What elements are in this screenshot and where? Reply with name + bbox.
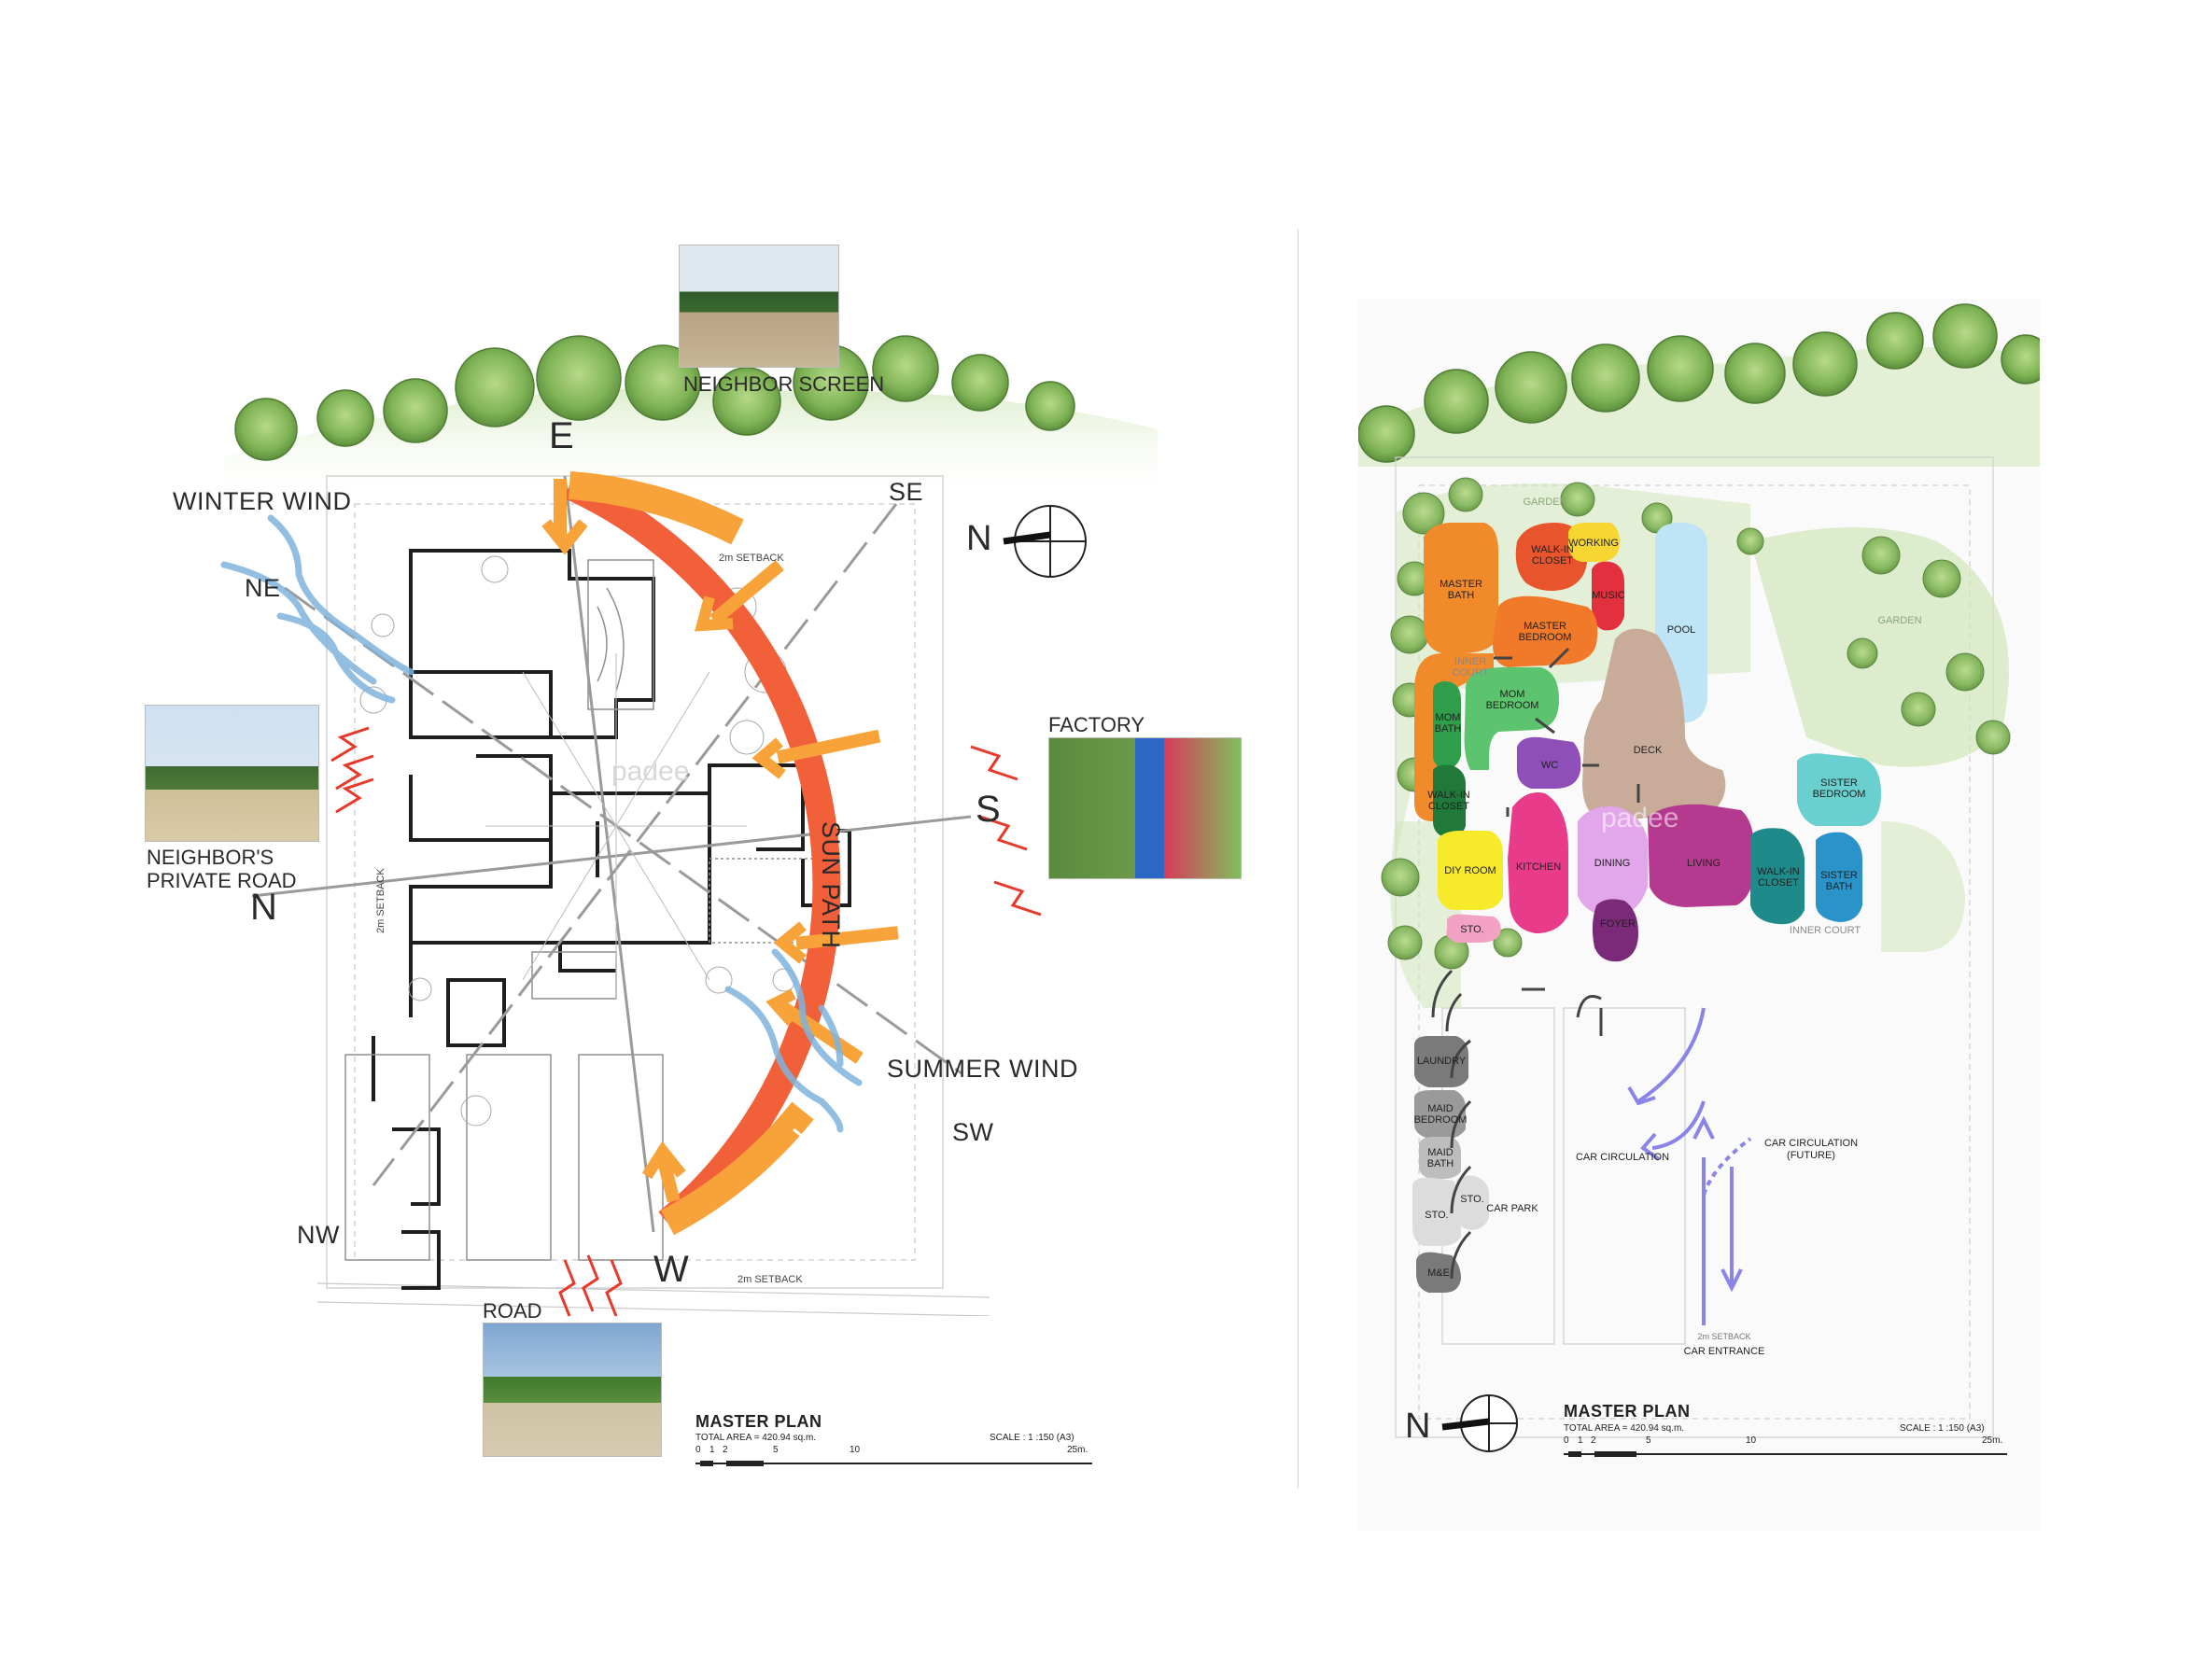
setback-bottom-label: 2m SETBACK	[737, 1274, 803, 1285]
plan-title-left: MASTER PLAN	[695, 1412, 822, 1431]
room-diy-room: DIY ROOM	[1444, 865, 1496, 876]
room-walk-in-closet-mom: WALK-IN CLOSET	[1427, 790, 1470, 812]
room-inner-court-right: INNER COURT	[1789, 925, 1861, 936]
room-deck: DECK	[1633, 745, 1663, 756]
scale-right: SCALE : 1 :150 (A3)	[1900, 1423, 1985, 1434]
room-master-bedroom: MASTER BEDROOM	[1518, 621, 1572, 643]
tick-10: 10	[1746, 1435, 1757, 1446]
room-garden-top: GARDEN	[1523, 497, 1567, 508]
total-area-left: TOTAL AREA = 420.94 sq.m.	[695, 1433, 817, 1443]
car-circulation-future-label-line2: (FUTURE)	[1787, 1150, 1835, 1161]
left-site-analysis-panel: WINTER WIND NE SE SUMMER WIND SW NW E S …	[145, 245, 1242, 1473]
compass-n-label: N	[966, 519, 992, 558]
tick-2: 2	[723, 1445, 728, 1455]
room-music: MUSIC	[1592, 590, 1625, 601]
room-sto-3: STO.	[1460, 1194, 1484, 1205]
direction-label-sw: SW	[952, 1118, 994, 1146]
scale-bar-right: 0 1 2 5 10 25m.	[1564, 1435, 2012, 1463]
direction-label-se: SE	[889, 478, 924, 506]
zoning-plan-right	[1358, 303, 2040, 1438]
axis-n-s	[251, 815, 972, 898]
road-photo	[483, 1323, 662, 1457]
direction-label-s: S	[976, 789, 1001, 830]
watermark-left: padee	[611, 756, 690, 787]
direction-label-ne: NE	[245, 574, 281, 602]
room-sister-bedroom: SISTER BEDROOM	[1812, 777, 1866, 800]
direction-label-nw: NW	[297, 1221, 340, 1249]
neighbor-private-road-label-line1: NEIGHBOR'S	[147, 846, 274, 869]
setback-top-label: 2m SETBACK	[719, 553, 784, 564]
tick-1: 1	[709, 1445, 715, 1455]
right-zoning-panel: MASTER BATH WALK-IN CLOSET WORKING MUSIC…	[1358, 299, 2040, 1531]
car-park-label: CAR PARK	[1486, 1203, 1538, 1214]
neighbor-screen-photo	[679, 245, 839, 368]
tick-5: 5	[773, 1445, 779, 1455]
scale-bar-left: 0 1 2 5 10 25m.	[695, 1445, 1097, 1473]
setback-side-label: 2m SETBACK	[375, 868, 386, 933]
neighbor-private-road-label-line2: PRIVATE ROAD	[147, 869, 297, 892]
neighbor-private-road-photo	[145, 705, 319, 842]
road-label: ROAD	[483, 1299, 542, 1323]
total-area-right: TOTAL AREA = 420.94 sq.m.	[1564, 1423, 1685, 1434]
room-mom-bedroom: MOM BEDROOM	[1485, 689, 1539, 711]
room-garden-right: GARDEN	[1877, 615, 1922, 626]
car-circulation-future-label-line1: CAR CIRCULATION	[1763, 1138, 1859, 1149]
tick-25m: 25m.	[1982, 1435, 2003, 1446]
winter-wind-label: WINTER WIND	[173, 487, 352, 515]
room-walk-in-closet-sister: WALK-IN CLOSET	[1757, 866, 1800, 889]
room-me: M&E	[1427, 1267, 1450, 1279]
room-laundry: LAUNDRY	[1416, 1056, 1467, 1067]
room-living: LIVING	[1686, 858, 1721, 869]
room-foyer: FOYER	[1600, 918, 1636, 930]
panel-divider	[1298, 229, 1299, 1489]
setback-label-right: 2m SETBACK	[1697, 1332, 1751, 1341]
north-compass-right: N	[1405, 1386, 1526, 1461]
plan-title-right: MASTER PLAN	[1564, 1402, 1691, 1421]
sun-path-label: SUN PATH	[817, 821, 845, 949]
axis-e-w	[563, 475, 655, 1233]
room-working: WORKING	[1568, 538, 1619, 549]
room-sto-2: STO.	[1425, 1210, 1449, 1221]
room-sister-bath: SISTER BATH	[1820, 870, 1858, 892]
direction-label-w: W	[653, 1249, 689, 1290]
room-master-bath: MASTER BATH	[1440, 579, 1482, 601]
compass-icon	[1441, 1394, 1518, 1452]
direction-label-e: E	[549, 415, 574, 456]
car-entrance-label: CAR ENTRANCE	[1683, 1346, 1765, 1357]
north-compass-left: N	[966, 504, 1088, 579]
summer-wind-label: SUMMER WIND	[887, 1055, 1078, 1083]
room-kitchen: KITCHEN	[1515, 861, 1562, 873]
tick-1: 1	[1578, 1435, 1583, 1446]
room-dining: DINING	[1594, 858, 1631, 869]
tick-0: 0	[1564, 1435, 1569, 1446]
factory-photo	[1048, 737, 1242, 879]
watermark-right: padee	[1601, 803, 1679, 833]
car-circulation-label: CAR CIRCULATION	[1575, 1152, 1670, 1163]
sun-path-arc	[563, 472, 841, 1234]
room-pool: POOL	[1666, 624, 1696, 636]
tick-25m: 25m.	[1067, 1445, 1088, 1455]
sun-path-diagram	[220, 471, 1042, 1317]
neighbor-screen-label: NEIGHBOR SCREEN	[683, 372, 885, 396]
tick-5: 5	[1646, 1435, 1651, 1446]
room-maid-bath: MAID BATH	[1426, 1147, 1454, 1169]
room-wc: WC	[1540, 760, 1559, 771]
tick-2: 2	[1591, 1435, 1596, 1446]
site-plan-left	[317, 475, 990, 1316]
tick-10: 10	[850, 1445, 861, 1455]
room-maid-bedroom: MAID BEDROOM	[1413, 1103, 1468, 1126]
compass-icon	[1003, 505, 1087, 578]
tick-0: 0	[695, 1445, 701, 1455]
compass-n-label: N	[1405, 1407, 1431, 1446]
room-mom-bath: MOM BATH	[1434, 712, 1462, 735]
direction-label-n: N	[250, 887, 277, 928]
room-walk-in-closet-master: WALK-IN CLOSET	[1531, 544, 1574, 567]
room-sto-1: STO.	[1460, 924, 1484, 935]
scale-left: SCALE : 1 :150 (A3)	[990, 1433, 1074, 1443]
factory-label: FACTORY	[1048, 713, 1145, 736]
room-inner-court-left: INNER COURT	[1452, 656, 1489, 679]
